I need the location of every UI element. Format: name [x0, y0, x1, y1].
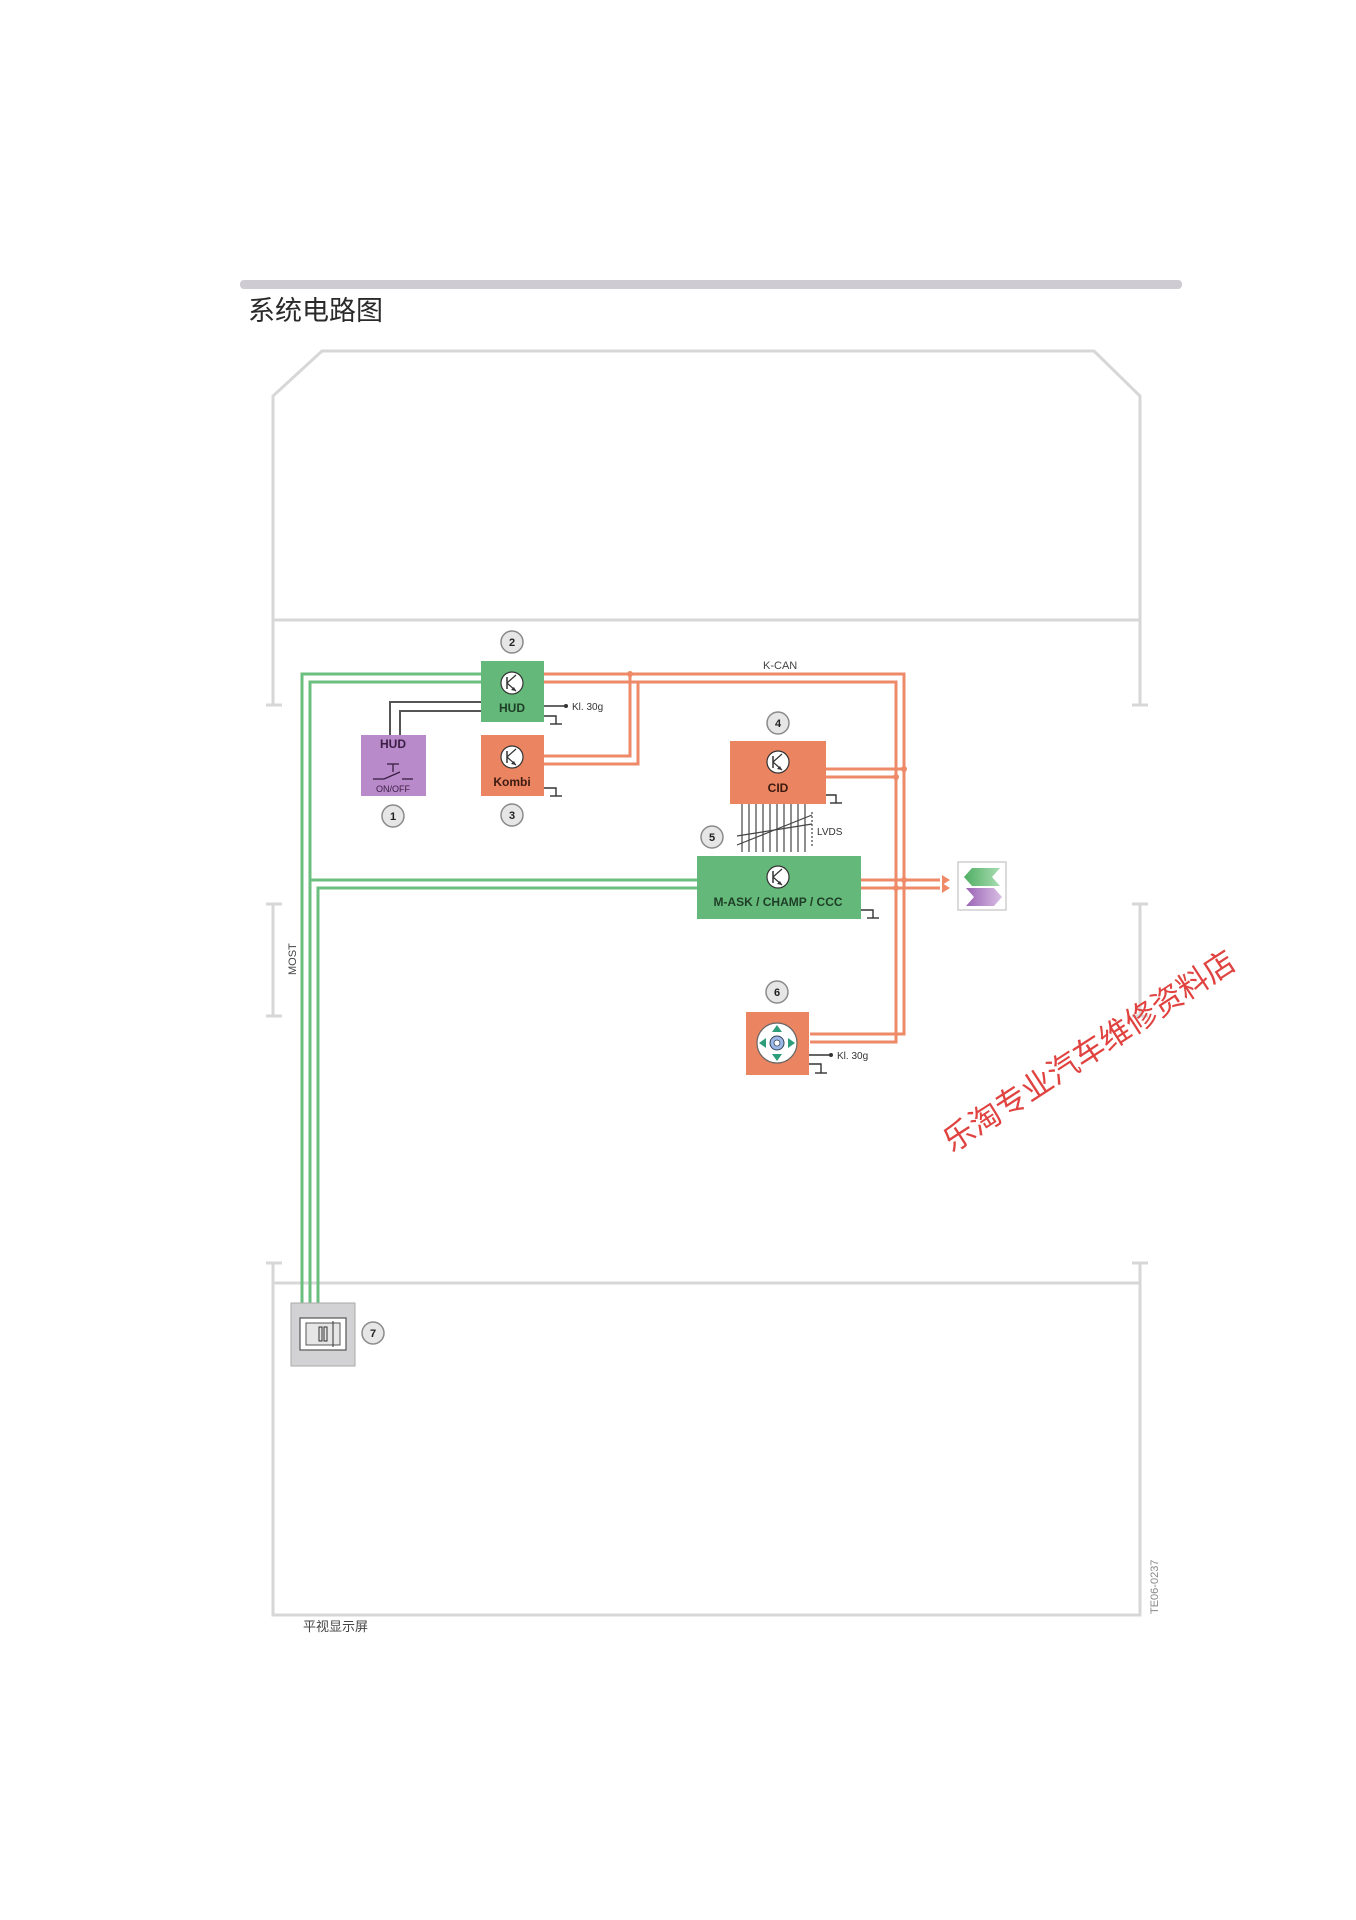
controller-module[interactable]: [746, 1012, 809, 1075]
badge-2-number: 2: [509, 637, 515, 649]
kcan-bus-lines: [544, 672, 940, 1044]
hud-power-ground: [544, 705, 565, 725]
hud-switch-subtitle: ON/OFF: [376, 784, 410, 794]
mask-champ-ccc-module[interactable]: M-ASK / CHAMP / CCC: [697, 856, 861, 919]
transistor-icon: [766, 865, 790, 889]
gateway-arrows-icon[interactable]: [957, 861, 1007, 911]
hud-power-dot: [564, 704, 568, 708]
kombi-module[interactable]: Kombi: [481, 735, 544, 796]
title-bar: [240, 280, 1182, 289]
transistor-icon: [766, 750, 790, 774]
cd-changer-module[interactable]: [290, 1302, 356, 1367]
transistor-icon: [500, 745, 524, 769]
switch-symbol-icon: [373, 763, 413, 780]
watermark-text: 乐淘专业汽车维修资料店: [937, 944, 1243, 1160]
hud-kl30g-label: Kl. 30g: [572, 702, 603, 713]
cid-ground: [826, 794, 842, 804]
mask-ground: [861, 909, 879, 919]
badge-3-number: 3: [509, 810, 515, 822]
kcan-label: K-CAN: [763, 660, 797, 672]
kombi-module-label: Kombi: [493, 775, 530, 789]
controller-kl30g-label: Kl. 30g: [837, 1051, 868, 1062]
switch-wires: [389, 701, 481, 735]
hud-module[interactable]: HUD: [481, 661, 544, 722]
badge-1-number: 1: [390, 811, 396, 823]
mask-module-label: M-ASK / CHAMP / CCC: [713, 895, 842, 909]
vehicle-frame: [266, 349, 1148, 1617]
hud-module-label: HUD: [499, 701, 525, 715]
lvds-label: LVDS: [817, 827, 843, 838]
kcan-arrow: [942, 883, 950, 893]
badge-4: 4: [766, 711, 790, 735]
badge-5-number: 5: [709, 832, 715, 844]
figure-code: TE06-0237: [1149, 1560, 1161, 1614]
lvds-wires: [736, 804, 813, 852]
most-bus-lines: [300, 672, 697, 1303]
transistor-icon: [500, 671, 524, 695]
badge-7-number: 7: [370, 1328, 376, 1340]
kcan-junction-dots: [627, 671, 907, 891]
badge-5: 5: [700, 825, 724, 849]
badge-4-number: 4: [775, 718, 782, 730]
hud-switch[interactable]: HUD ON/OFF: [361, 735, 426, 796]
badge-6: 6: [765, 980, 789, 1004]
badge-2: 2: [500, 630, 524, 654]
most-label: MOST: [287, 943, 299, 975]
cid-module[interactable]: CID: [730, 741, 826, 804]
cid-module-label: CID: [768, 781, 789, 795]
kombi-ground: [544, 787, 562, 797]
controller-icon: [756, 1022, 798, 1064]
badge-1: 1: [381, 804, 405, 828]
controller-power-dot: [829, 1053, 833, 1057]
badge-7: 7: [361, 1321, 385, 1345]
figure-caption: 平视显示屏: [303, 1620, 368, 1635]
cd-changer-icon: [299, 1317, 347, 1351]
hud-switch-title: HUD: [380, 737, 406, 751]
kcan-arrow: [942, 875, 950, 885]
badge-3: 3: [500, 803, 524, 827]
page-heading: 系统电路图: [248, 296, 383, 327]
badge-6-number: 6: [774, 987, 780, 999]
controller-power-ground: [809, 1054, 830, 1074]
